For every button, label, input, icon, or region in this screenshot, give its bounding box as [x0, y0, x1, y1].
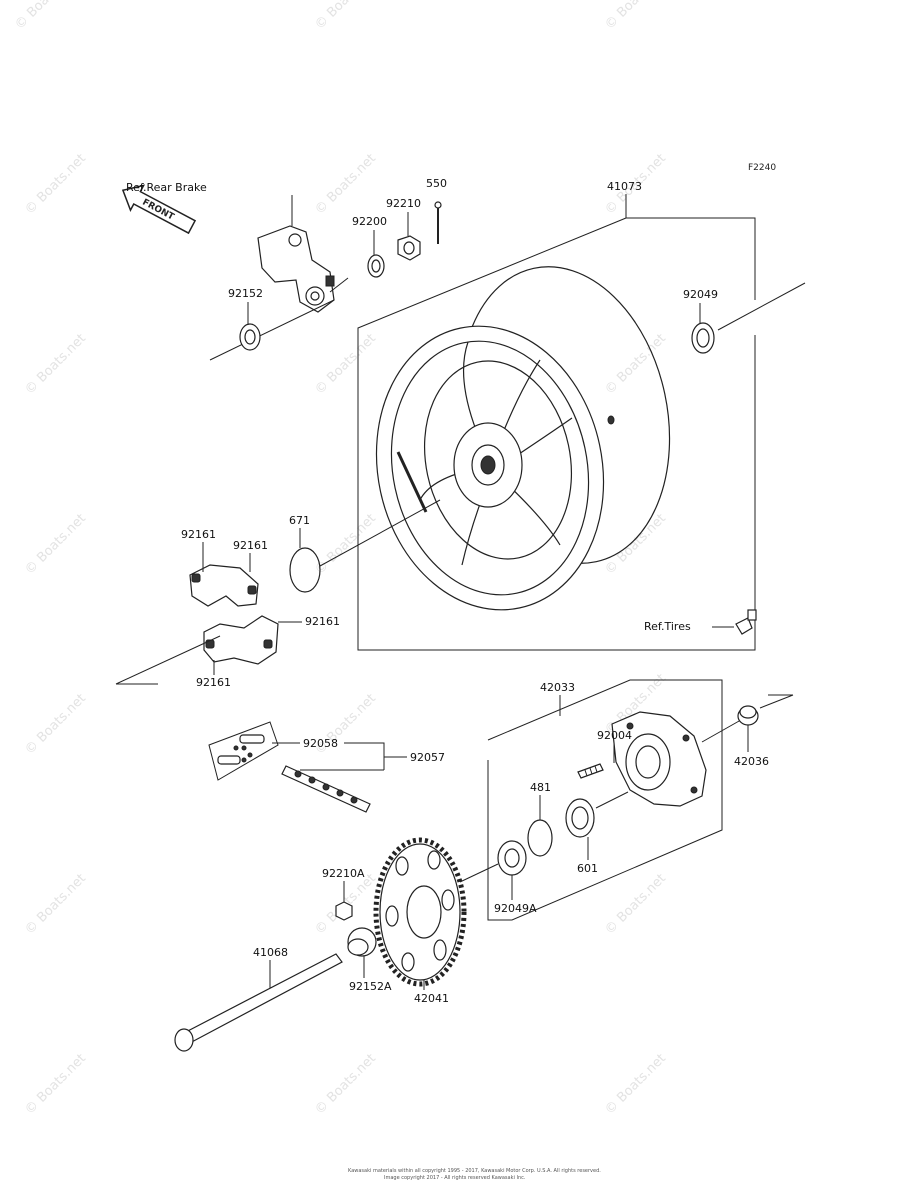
- axle-centerline: [209, 299, 335, 361]
- cotter-pin-550: [434, 201, 442, 244]
- o-ring-671: [289, 547, 321, 593]
- leader-line: [625, 194, 756, 300]
- master-link-92058: [217, 734, 265, 765]
- watermark: © Boats.net: [12, 0, 79, 33]
- stud-92004: [577, 763, 604, 779]
- collar-42036: [737, 705, 759, 726]
- watermark: © Boats.net: [312, 511, 379, 578]
- part-label-92161[interactable]: 92161: [233, 539, 268, 552]
- part-label-92049[interactable]: 92049: [683, 288, 718, 301]
- diagram-code: F2240: [748, 163, 776, 173]
- part-label-481[interactable]: 481: [530, 781, 551, 794]
- part-label-92161[interactable]: 92161: [196, 676, 231, 689]
- nut-92210A: [335, 901, 353, 921]
- part-label-92058[interactable]: 92058: [303, 737, 338, 750]
- watermark: © Boats.net: [312, 1051, 379, 1118]
- part-label-92161[interactable]: 92161: [305, 615, 340, 628]
- watermark: © Boats.net: [22, 511, 89, 578]
- drive-chain-92057: [281, 765, 371, 813]
- part-label-92210A[interactable]: 92210A: [322, 867, 365, 880]
- ref-tires-label[interactable]: Ref.Tires: [644, 620, 691, 633]
- assembly-outline-41073: [357, 217, 756, 651]
- seal-92049A: [497, 840, 527, 876]
- watermark: © Boats.net: [22, 1051, 89, 1118]
- assembly-outline-42033: [487, 679, 723, 921]
- part-label-550[interactable]: 550: [426, 177, 447, 190]
- seal-92049: [691, 322, 715, 354]
- watermark: © Boats.net: [22, 691, 89, 758]
- watermark: © Boats.net: [22, 331, 89, 398]
- axle-centerline: [759, 694, 794, 709]
- rear-sprocket-42041: [373, 837, 467, 987]
- watermark: © Boats.net: [312, 151, 379, 218]
- axle-centerline: [115, 635, 221, 685]
- sprocket-hub-42033: [611, 711, 707, 807]
- circlip-481: [527, 819, 553, 857]
- collar-92152: [239, 323, 261, 351]
- watermark: © Boats.net: [602, 871, 669, 938]
- copyright-footer: Kawasaki materials within all copyright …: [348, 1168, 601, 1174]
- washer-92200: [367, 254, 385, 278]
- bearing-601: [565, 798, 595, 838]
- watermark: © Boats.net: [312, 0, 379, 33]
- leader-line: [344, 742, 385, 770]
- part-label-92200[interactable]: 92200: [352, 215, 387, 228]
- part-label-42033[interactable]: 42033: [540, 681, 575, 694]
- axle-41068: [174, 953, 343, 1052]
- collar-92152A: [347, 927, 377, 957]
- part-label-42041[interactable]: 42041: [414, 992, 449, 1005]
- watermark: © Boats.net: [22, 871, 89, 938]
- copyright-footer: Image copyright 2017 - All rights reserv…: [384, 1175, 526, 1181]
- axle-centerline: [595, 791, 629, 809]
- watermark: © Boats.net: [602, 331, 669, 398]
- ref-rear-brake-label[interactable]: Ref.Rear Brake: [126, 181, 207, 194]
- part-label-42036[interactable]: 42036: [734, 755, 769, 768]
- tire-valve: [735, 609, 757, 635]
- axle-centerline: [459, 863, 499, 883]
- part-label-601[interactable]: 601: [577, 862, 598, 875]
- part-label-41073[interactable]: 41073: [607, 180, 642, 193]
- watermark: © Boats.net: [22, 151, 89, 218]
- watermark: © Boats.net: [602, 0, 669, 33]
- axle-centerline: [717, 282, 806, 331]
- part-label-41068[interactable]: 41068: [253, 946, 288, 959]
- axle-centerline: [319, 499, 441, 567]
- part-label-92049A[interactable]: 92049A: [494, 902, 537, 915]
- watermark: © Boats.net: [312, 331, 379, 398]
- part-label-92152A[interactable]: 92152A: [349, 980, 392, 993]
- watermark: © Boats.net: [602, 511, 669, 578]
- rear-wheel-41073: [375, 266, 671, 611]
- part-label-671[interactable]: 671: [289, 514, 310, 527]
- part-label-92161[interactable]: 92161: [181, 528, 216, 541]
- part-label-92057[interactable]: 92057: [410, 751, 445, 764]
- watermark: © Boats.net: [602, 1051, 669, 1118]
- part-label-92210[interactable]: 92210: [386, 197, 421, 210]
- nut-92210: [397, 235, 421, 261]
- rear-brake-bracket: [257, 225, 349, 313]
- master-link-box: [208, 721, 279, 781]
- wheel-dampers-92161: [189, 564, 279, 665]
- part-label-92152[interactable]: 92152: [228, 287, 263, 300]
- part-label-92004[interactable]: 92004: [597, 729, 632, 742]
